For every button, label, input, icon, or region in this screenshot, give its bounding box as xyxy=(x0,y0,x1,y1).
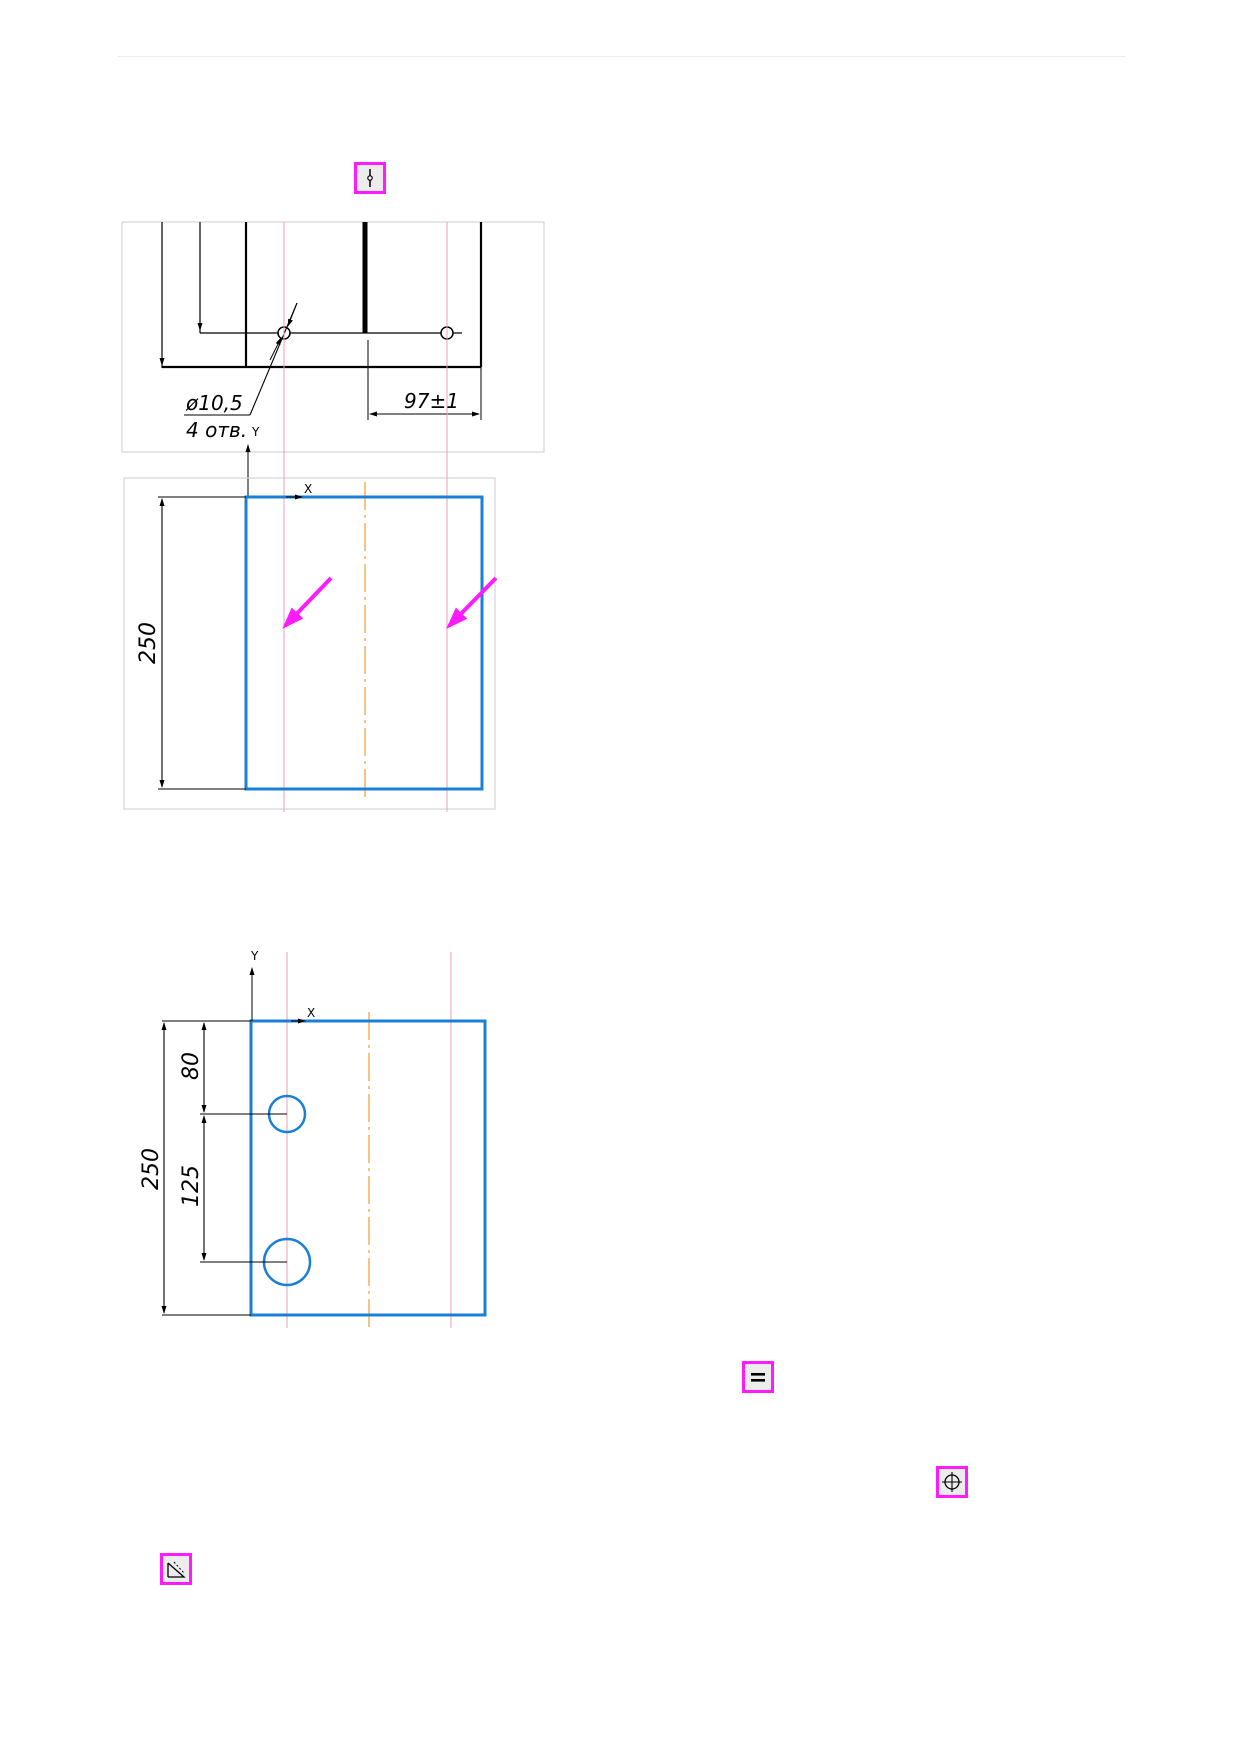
front-view-frame xyxy=(123,477,496,810)
triangle-dimension-icon[interactable] xyxy=(160,1553,192,1585)
hole-count-label: 4 отв. xyxy=(186,418,247,442)
arrow-to-left-line xyxy=(282,576,333,629)
sketch-top-offset-dimension: 80 xyxy=(179,1052,204,1080)
front-view-x-axis-label: X xyxy=(304,482,312,496)
sketch-y-axis-label: Y xyxy=(250,949,259,963)
diameter-arrow-out xyxy=(287,302,298,327)
hole-diameter-label: ø10,5 xyxy=(185,391,243,415)
top-view-y-axis-label: Y xyxy=(251,425,260,439)
plate-contour xyxy=(244,495,484,791)
sketch-hole-spacing-dimension: 125 xyxy=(179,1165,204,1207)
point-on-line-icon[interactable] xyxy=(354,162,386,194)
equal-sign-icon[interactable] xyxy=(742,1361,774,1393)
top-view: ø10,5 4 отв. 97±1 Y xyxy=(121,221,545,497)
offset-dimension: 97±1 xyxy=(404,389,459,413)
header-rule xyxy=(118,56,1126,57)
front-view: 250 X xyxy=(123,222,498,812)
sketch-plate-contour xyxy=(249,1019,487,1317)
height-dimension: 250 xyxy=(136,622,161,664)
arrow-to-right-line xyxy=(446,576,498,629)
sketch-height-dimension: 250 xyxy=(139,1148,164,1190)
diameter-arrow-in xyxy=(269,337,282,361)
top-view-frame xyxy=(121,221,545,453)
circle-center-crosshair-icon[interactable] xyxy=(936,1466,968,1498)
sketch-view: Y X 250 80 125 xyxy=(139,949,487,1328)
sketch-x-axis-label: X xyxy=(307,1006,315,1020)
